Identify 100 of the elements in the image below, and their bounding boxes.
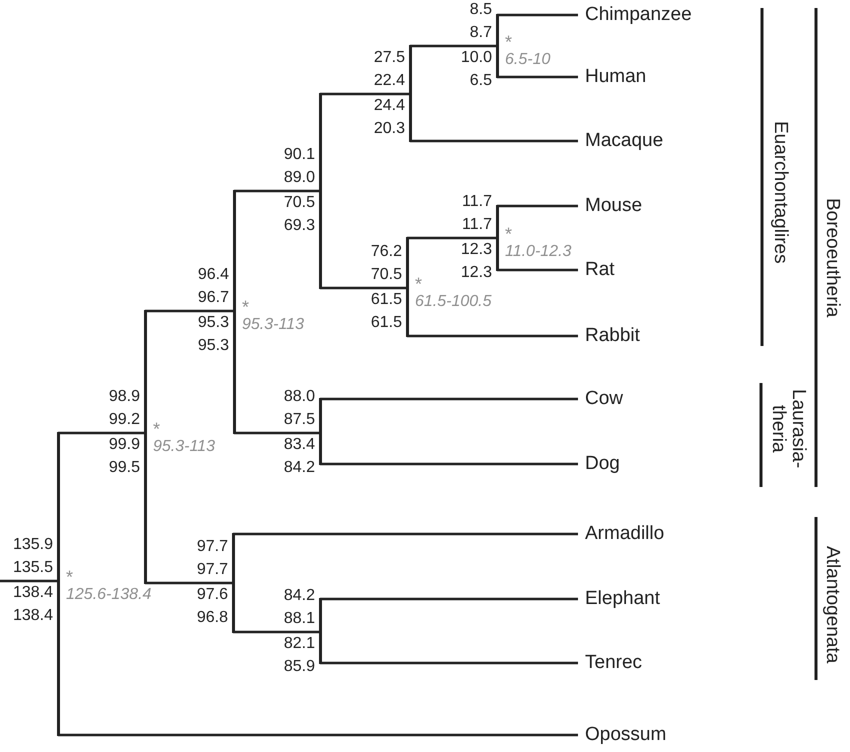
divergence-date: 8.5	[468, 0, 492, 20]
date-range: 95.3-113	[153, 437, 215, 457]
tree-branch	[497, 76, 578, 78]
divergence-date: 95.3	[196, 313, 229, 333]
tree-branch	[58, 734, 578, 736]
branch-junction	[318, 398, 322, 466]
branch-junction	[232, 532, 234, 634]
divergence-date: 69.3	[282, 216, 315, 236]
tree-branch	[145, 310, 234, 312]
branch-junction	[496, 204, 498, 272]
divergence-date: 10.0	[460, 48, 492, 68]
taxon-label: Tenrec	[585, 651, 642, 675]
tree-branch	[410, 140, 578, 142]
taxon-label: Macaque	[585, 129, 664, 153]
asterisk-mark: *	[153, 419, 160, 439]
divergence-date: 12.3	[460, 263, 492, 283]
divergence-date: 88.0	[282, 387, 315, 407]
divergence-date: 22.4	[372, 71, 405, 91]
divergence-date: 85.9	[282, 657, 315, 677]
divergence-date: 70.5	[282, 193, 315, 213]
tree-branch	[233, 630, 320, 634]
divergence-date: 6.5	[468, 71, 492, 91]
divergence-date: 83.4	[282, 435, 315, 455]
divergence-date: 84.2	[282, 586, 315, 606]
divergence-date: 27.5	[372, 48, 405, 68]
asterisk-mark: *	[505, 224, 512, 244]
asterisk-mark: *	[66, 567, 74, 587]
divergence-date: 82.1	[282, 634, 315, 654]
date-range: 61.5-100.5	[415, 292, 492, 312]
taxon-label: Mouse	[585, 194, 642, 218]
branch-junction	[408, 44, 412, 142]
branch-junction	[56, 432, 60, 736]
tree-branch	[320, 462, 578, 466]
taxon-label: Chimpanzee	[585, 3, 692, 27]
divergence-date: 96.4	[196, 265, 229, 285]
branch-junction	[496, 14, 498, 78]
divergence-date: 12.3	[460, 240, 492, 260]
date-range: 95.3-113	[242, 315, 304, 335]
tree-branch	[0, 580, 58, 582]
asterisk-mark: *	[505, 32, 512, 52]
taxon-label: Rat	[585, 258, 615, 282]
taxon-label: Dog	[585, 452, 620, 476]
divergence-date: 61.5	[370, 313, 402, 333]
taxon-label: Armadillo	[585, 522, 664, 546]
tree-branch	[407, 236, 497, 240]
asterisk-mark: *	[242, 297, 250, 317]
divergence-date: 87.5	[282, 410, 315, 430]
tree-branch	[320, 398, 578, 400]
branch-junction	[406, 236, 408, 338]
branch-junction	[144, 310, 146, 584]
tree-branch	[497, 268, 578, 272]
divergence-date: 76.2	[370, 242, 402, 262]
tree-branch	[497, 14, 578, 16]
clade-label: Euarchontaglires	[770, 120, 790, 266]
tree-branch	[234, 432, 320, 434]
clade-label: Laurasia- theria	[768, 388, 808, 471]
divergence-date: 138.4	[12, 606, 53, 626]
divergence-date: 96.8	[196, 608, 228, 628]
taxon-label: Elephant	[585, 587, 660, 611]
divergence-date: 61.5	[370, 290, 402, 310]
date-range: 6.5-10	[505, 50, 550, 70]
tree-branch	[58, 432, 145, 434]
divergence-date: 135.5	[12, 558, 53, 578]
date-range: 125.6-138.4	[66, 585, 152, 605]
divergence-date: 70.5	[370, 265, 402, 285]
divergence-date: 88.1	[282, 609, 315, 629]
clade-label: Boreoeutheria	[822, 197, 842, 320]
divergence-date: 97.7	[196, 560, 228, 580]
divergence-date: 24.4	[372, 96, 405, 116]
tree-branch	[407, 334, 578, 338]
divergence-date: 98.9	[108, 387, 140, 407]
divergence-date: 96.7	[196, 288, 229, 308]
tree-branch	[320, 286, 407, 290]
date-range: 11.0-12.3	[505, 242, 572, 262]
divergence-date: 11.7	[461, 192, 492, 212]
divergence-date: 84.2	[282, 458, 315, 478]
divergence-date: 90.1	[282, 145, 315, 165]
tree-branch	[145, 582, 233, 584]
divergence-date: 89.0	[282, 168, 315, 188]
tree-branch	[320, 598, 578, 600]
divergence-date: 8.7	[468, 23, 492, 43]
tree-branch	[320, 92, 410, 96]
tree-branch	[233, 532, 578, 536]
divergence-date: 20.3	[372, 119, 405, 139]
taxon-label: Cow	[585, 387, 624, 411]
branch-junction	[232, 190, 236, 434]
clade-label: Atlantogenata	[822, 545, 842, 666]
divergence-date: 97.6	[196, 585, 228, 605]
divergence-date: 11.7	[461, 215, 492, 235]
divergence-date: 99.2	[108, 410, 140, 430]
tree-branch	[320, 662, 578, 664]
taxon-label: Opossum	[585, 723, 666, 747]
tree-branch	[410, 44, 497, 48]
divergence-date: 99.5	[108, 458, 140, 478]
taxon-label: Human	[585, 65, 646, 89]
branch-junction	[318, 92, 322, 290]
divergence-date: 97.7	[196, 537, 228, 557]
asterisk-mark: *	[415, 274, 422, 294]
divergence-date: 99.9	[108, 435, 140, 455]
tree-branch	[497, 204, 578, 208]
